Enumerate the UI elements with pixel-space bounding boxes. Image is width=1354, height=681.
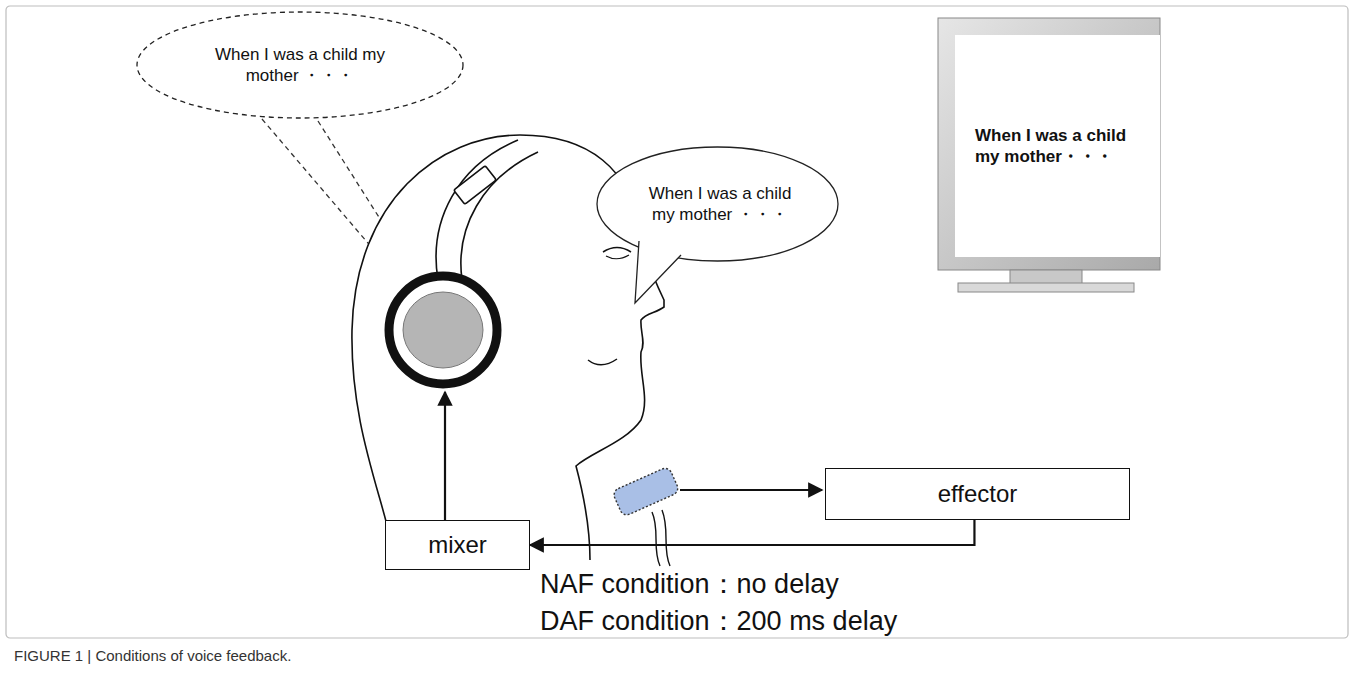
ear-cup (389, 276, 497, 384)
speech-bubble-outline (595, 145, 845, 263)
microphone-body (612, 466, 680, 517)
figure-frame (6, 6, 1348, 638)
box-label: mixer (428, 530, 487, 560)
process-box: mixer (385, 520, 530, 570)
condition-note: DAF condition：200 ms delay (540, 603, 897, 639)
monitor-stand (1010, 270, 1082, 284)
headband (436, 140, 518, 280)
headband (461, 152, 538, 280)
speech-bubble-outline (597, 147, 838, 261)
signal-arrow (444, 392, 446, 520)
eye (603, 248, 631, 253)
mic-cable (652, 512, 660, 566)
condition-note: NAF condition：no delay (540, 566, 839, 602)
thought-bubble-outline (135, 10, 465, 120)
signal-arrow (680, 489, 822, 491)
monitor-screen: When I was a child my mother・・・ (955, 35, 1160, 257)
spoken-text: When I was a child my mother ・・・ (635, 183, 805, 226)
thought-bubble: When I was a child my mother ・・・ (135, 10, 465, 120)
speech-bubble: When I was a child my mother ・・・ (595, 145, 845, 263)
speech-tail (635, 241, 681, 303)
monitor-bezel (938, 18, 1160, 270)
spoken-text: When I was a child my mother ・・・ (210, 44, 390, 87)
microphone (612, 466, 680, 517)
monitor-base (958, 283, 1134, 292)
mic-cable (662, 510, 670, 566)
process-box: effector (825, 468, 1130, 520)
figure-caption: FIGURE 1 | Conditions of voice feedback. (14, 647, 291, 664)
spoken-text: When I was a child my mother・・・ (975, 125, 1140, 168)
box-label: effector (938, 479, 1018, 509)
thought-bubble-outline (137, 12, 463, 118)
eye (606, 255, 629, 259)
mouth (588, 359, 617, 365)
signal-connector (530, 520, 974, 545)
headband-slider (454, 166, 497, 205)
ear-pad (403, 292, 483, 368)
